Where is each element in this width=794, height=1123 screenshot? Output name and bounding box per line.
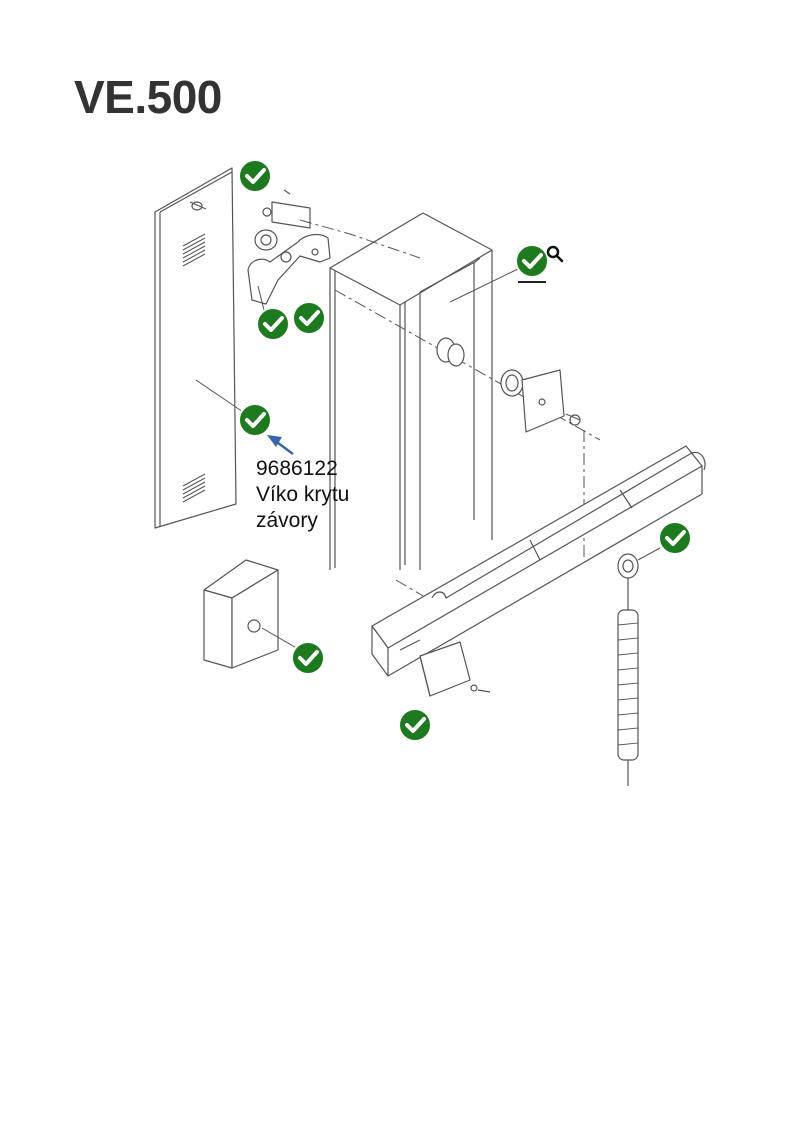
part-name-line-1: Víko krytu [256,483,350,506]
boom-arm [371,445,706,677]
part-callout: 9686122 Víko krytu závory [256,456,349,534]
balance-spring [617,547,661,786]
check-circle-icon[interactable] [397,707,433,743]
control-box [203,559,301,669]
boom-bracket [419,641,491,697]
page-title: VE.500 [74,71,222,123]
check-circle-icon[interactable] [514,243,550,279]
check-circle-icon[interactable] [237,158,273,194]
magnifier-icon[interactable] [546,245,564,263]
barrier-column [329,212,546,570]
check-circle-icon[interactable] [291,300,327,336]
check-circle-icon[interactable] [237,402,273,438]
drive-hub [436,337,581,433]
spring-mechanism [247,189,331,311]
check-circle-icon[interactable] [290,640,326,676]
cover-panel [154,167,247,529]
check-circle-icon[interactable] [255,306,291,342]
part-number: 9686122 [256,457,338,480]
part-name-line-2: závory [256,509,318,532]
arrow-icon [267,435,294,456]
check-circle-icon[interactable] [657,520,693,556]
